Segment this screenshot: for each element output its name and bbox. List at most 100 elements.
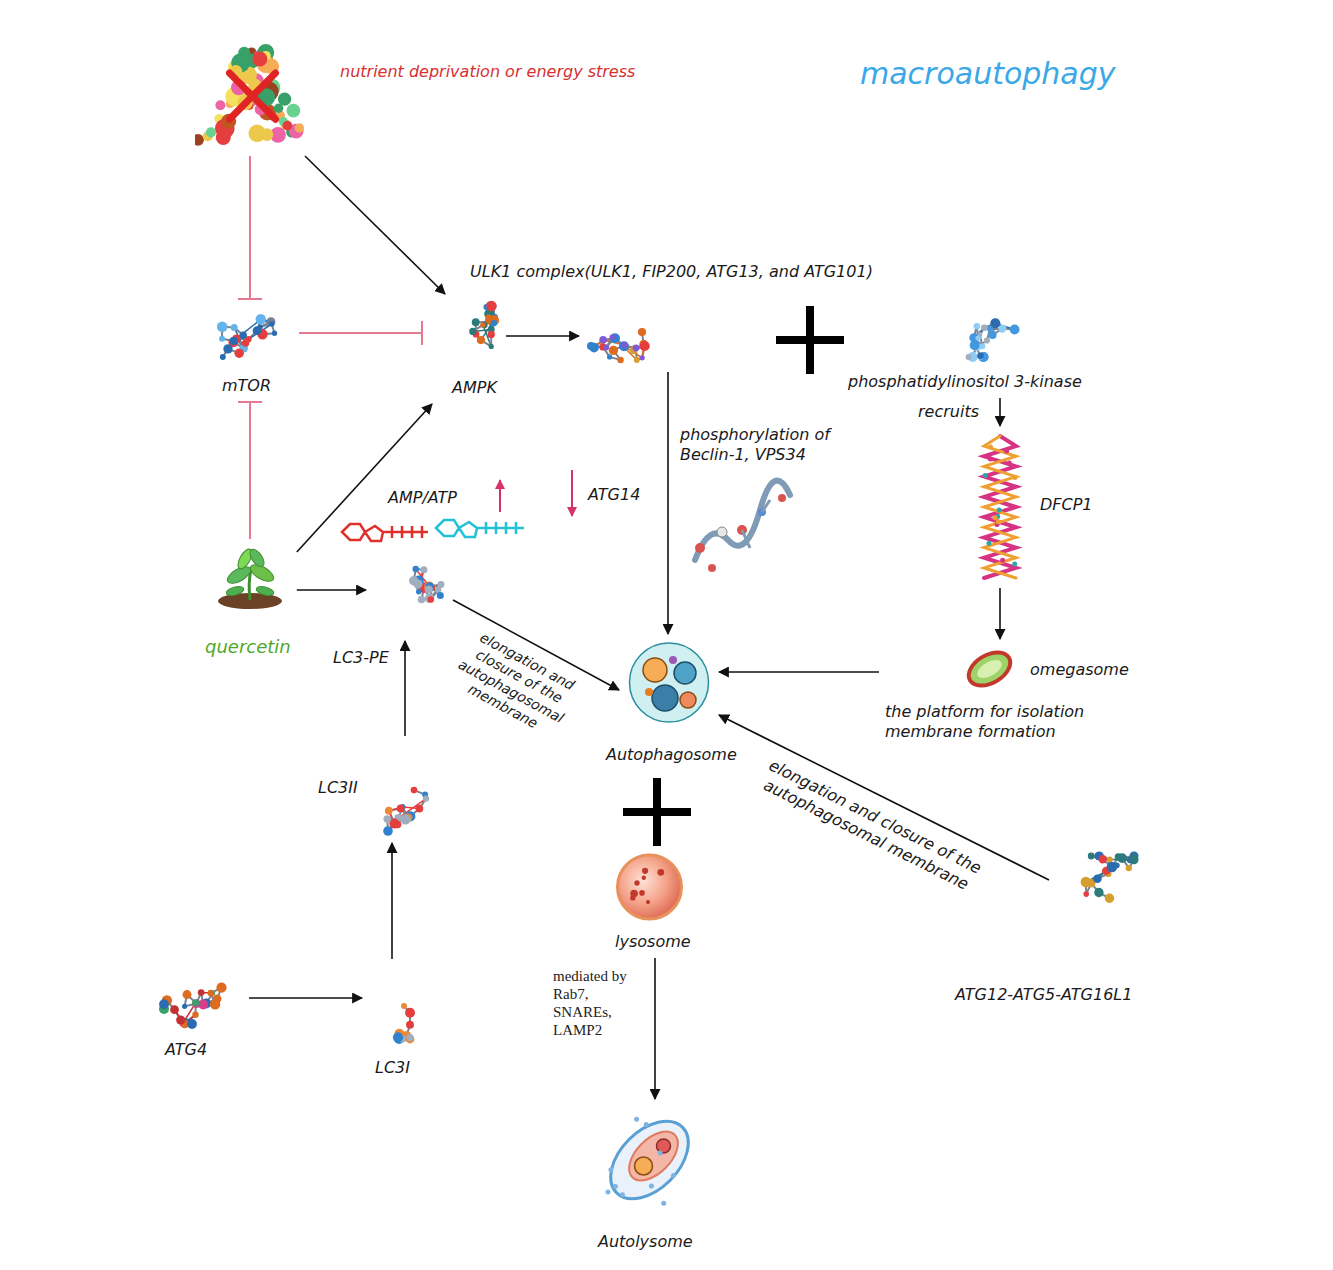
icon-part xyxy=(416,805,424,813)
icon-part xyxy=(634,1117,639,1122)
helix-icon xyxy=(975,432,1025,582)
icon-part xyxy=(640,341,650,351)
icon-part xyxy=(619,341,629,351)
node-label: lysosome xyxy=(615,932,691,952)
icon-part xyxy=(230,337,238,345)
icon-part xyxy=(253,326,262,335)
icon-part xyxy=(1083,891,1089,897)
icon-part xyxy=(480,322,485,327)
text-slot: lysosome xyxy=(615,932,691,952)
icon-part xyxy=(979,343,985,349)
node-icon xyxy=(428,300,500,368)
icon-part xyxy=(488,331,495,338)
arrow-connector xyxy=(297,589,366,591)
node-label: DFCP1 xyxy=(1040,495,1093,515)
icon-part xyxy=(1007,461,1012,466)
icon-part xyxy=(680,692,696,708)
icon-part xyxy=(235,349,244,358)
arrow-connector xyxy=(404,641,406,736)
icon-part xyxy=(383,815,391,823)
inhibition-bar xyxy=(238,401,262,403)
node-icon xyxy=(597,1105,702,1215)
text-slot: Autophagosome xyxy=(606,745,737,765)
text-slot: ULK1 complex(ULK1, FIP200, ATG13, and AT… xyxy=(470,262,873,282)
icon-part xyxy=(438,581,445,588)
node-icon xyxy=(1055,850,1140,945)
icon-part xyxy=(966,354,972,360)
icon-part xyxy=(159,999,169,1009)
icon-part xyxy=(397,805,405,813)
text-slot: DFCP1 xyxy=(1040,495,1093,515)
icon-part xyxy=(423,795,429,801)
icon-part xyxy=(406,1021,414,1029)
text-slot: elongation and closure of the autophagos… xyxy=(437,621,592,748)
icon-node: LC3II xyxy=(366,736,438,843)
inhibition-connector xyxy=(249,402,251,539)
icon-part xyxy=(220,354,226,360)
text-slot: ATG4 xyxy=(165,1040,207,1060)
icon-part xyxy=(425,585,433,593)
node-label: Autophagosome xyxy=(606,745,737,765)
auto-icon xyxy=(625,640,713,725)
icon-part xyxy=(223,344,232,353)
icon-part xyxy=(608,1167,613,1172)
icon-part xyxy=(633,345,640,352)
text-slot: macroautophagy xyxy=(860,56,1116,92)
mol-icon xyxy=(372,742,432,837)
icon-part xyxy=(1010,325,1020,335)
icon-part xyxy=(1094,888,1103,897)
node-icon xyxy=(372,563,447,635)
icon-node: ATG12-ATG5-ATG16L1 xyxy=(1049,844,1146,951)
text-slot: Autolysome xyxy=(598,1232,693,1252)
food-icon xyxy=(195,40,310,150)
icon-node: quercetin xyxy=(199,539,297,664)
mol-icon xyxy=(368,965,416,1045)
node-icon xyxy=(368,965,416,1045)
icon-node: Autolysome xyxy=(591,1099,708,1221)
icon-node: phosphatidylinositol 3-kinase xyxy=(842,289,1088,398)
icon-part xyxy=(406,1034,413,1041)
increase-arrow xyxy=(499,480,501,512)
icon-part xyxy=(411,787,418,794)
icon-part xyxy=(599,336,607,344)
icon-part xyxy=(491,320,497,326)
text-slot: quercetin xyxy=(205,636,291,658)
icon-part xyxy=(978,352,988,362)
text-slot: phosphatidylinositol 3-kinase xyxy=(848,372,1082,392)
omega-icon xyxy=(962,645,1017,693)
icon-part xyxy=(481,322,487,328)
node-label: Autolysome xyxy=(598,1232,693,1252)
icon-part xyxy=(472,318,480,326)
edge-label: phosphorylation of Beclin-1, VPS34 xyxy=(680,425,875,465)
icon-part xyxy=(216,130,231,145)
node-icon xyxy=(372,742,432,837)
icon-part xyxy=(1107,862,1117,872)
node-label: quercetin xyxy=(205,636,291,658)
peptide-bond xyxy=(742,500,770,548)
text-slot: LC3I xyxy=(375,1058,410,1078)
edge-label: mediated by Rab7, SNAREs, LAMP2 xyxy=(553,967,648,1039)
icon-part xyxy=(610,335,618,343)
icon-part xyxy=(646,900,650,904)
icon-part xyxy=(990,318,1000,328)
icon-part xyxy=(418,596,426,604)
mol-icon xyxy=(428,300,500,368)
icon-part xyxy=(206,127,216,137)
icon-part xyxy=(974,656,1004,682)
icon-part xyxy=(195,134,204,146)
icon-part xyxy=(176,1015,185,1024)
annotation-label: ATG14 xyxy=(588,485,640,505)
node-label: the platform for isolation membrane form… xyxy=(885,702,1145,742)
text-slot: AMP/ATP xyxy=(388,488,457,508)
peptide-atom xyxy=(708,564,716,572)
icon-part xyxy=(1093,874,1102,883)
mol-icon xyxy=(158,955,243,1030)
peptide-atom xyxy=(695,543,705,553)
icon-part xyxy=(1012,475,1017,480)
node-label: ATG12-ATG5-ATG16L1 xyxy=(955,985,1132,1005)
node-icon xyxy=(975,432,1025,582)
node-icon xyxy=(625,640,713,725)
arrow-connector xyxy=(719,671,879,673)
